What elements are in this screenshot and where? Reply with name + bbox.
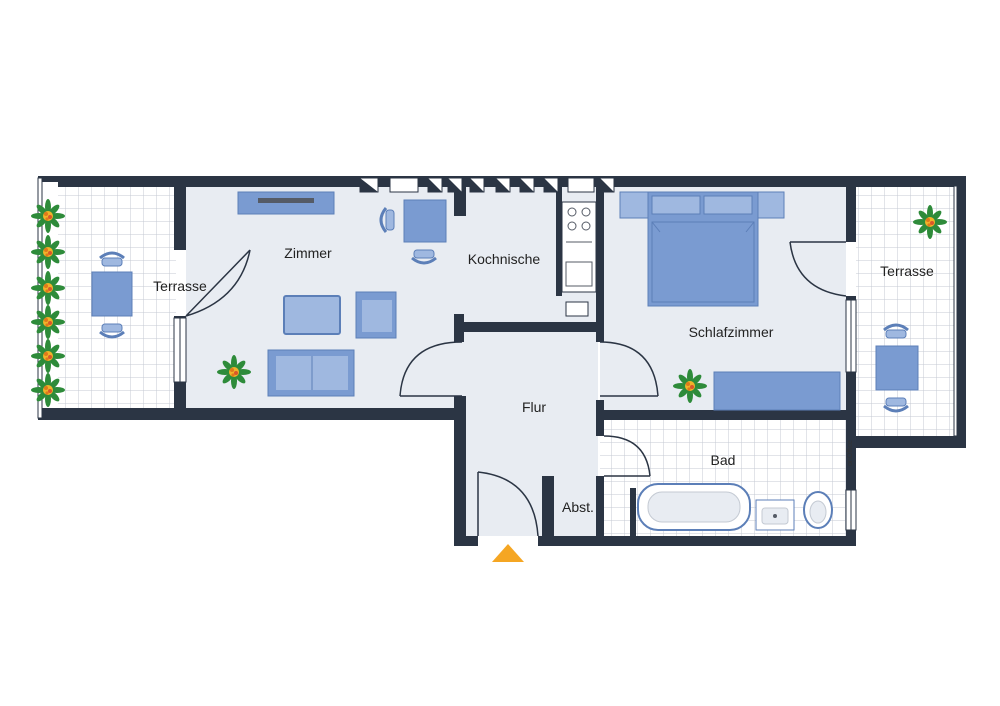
railing-right [953, 185, 958, 437]
tv-sideboard [237, 191, 335, 215]
kitchen-unit [561, 201, 597, 317]
room-label-bedroom: Schlafzimmer [689, 324, 774, 340]
sofa [267, 349, 355, 397]
dining-table [379, 199, 447, 265]
toilet [803, 491, 833, 529]
coffee-table [283, 295, 341, 335]
room-label-kitchen: Kochnische [468, 251, 541, 267]
double-bed [619, 191, 785, 307]
room-label-hall: Flur [522, 399, 546, 415]
armchair [355, 291, 397, 339]
room-label-terrace-left: Terrasse [153, 278, 207, 294]
room-label-living: Zimmer [284, 245, 332, 261]
wardrobe [713, 371, 841, 411]
top-windows [359, 177, 615, 193]
room-label-storage: Abst. [562, 499, 594, 515]
terrace-left-table [91, 251, 133, 339]
washbasin [755, 499, 795, 531]
room-label-terrace-right: Terrasse [880, 263, 934, 279]
entrance-arrow-icon [492, 544, 524, 562]
bathtub [637, 483, 751, 531]
room-label-bath: Bad [711, 452, 736, 468]
doors [185, 241, 847, 537]
hall-floor [462, 330, 598, 536]
onoffice-logo-icon: onOffice [847, 440, 854, 466]
terrace-right-table [875, 323, 919, 413]
